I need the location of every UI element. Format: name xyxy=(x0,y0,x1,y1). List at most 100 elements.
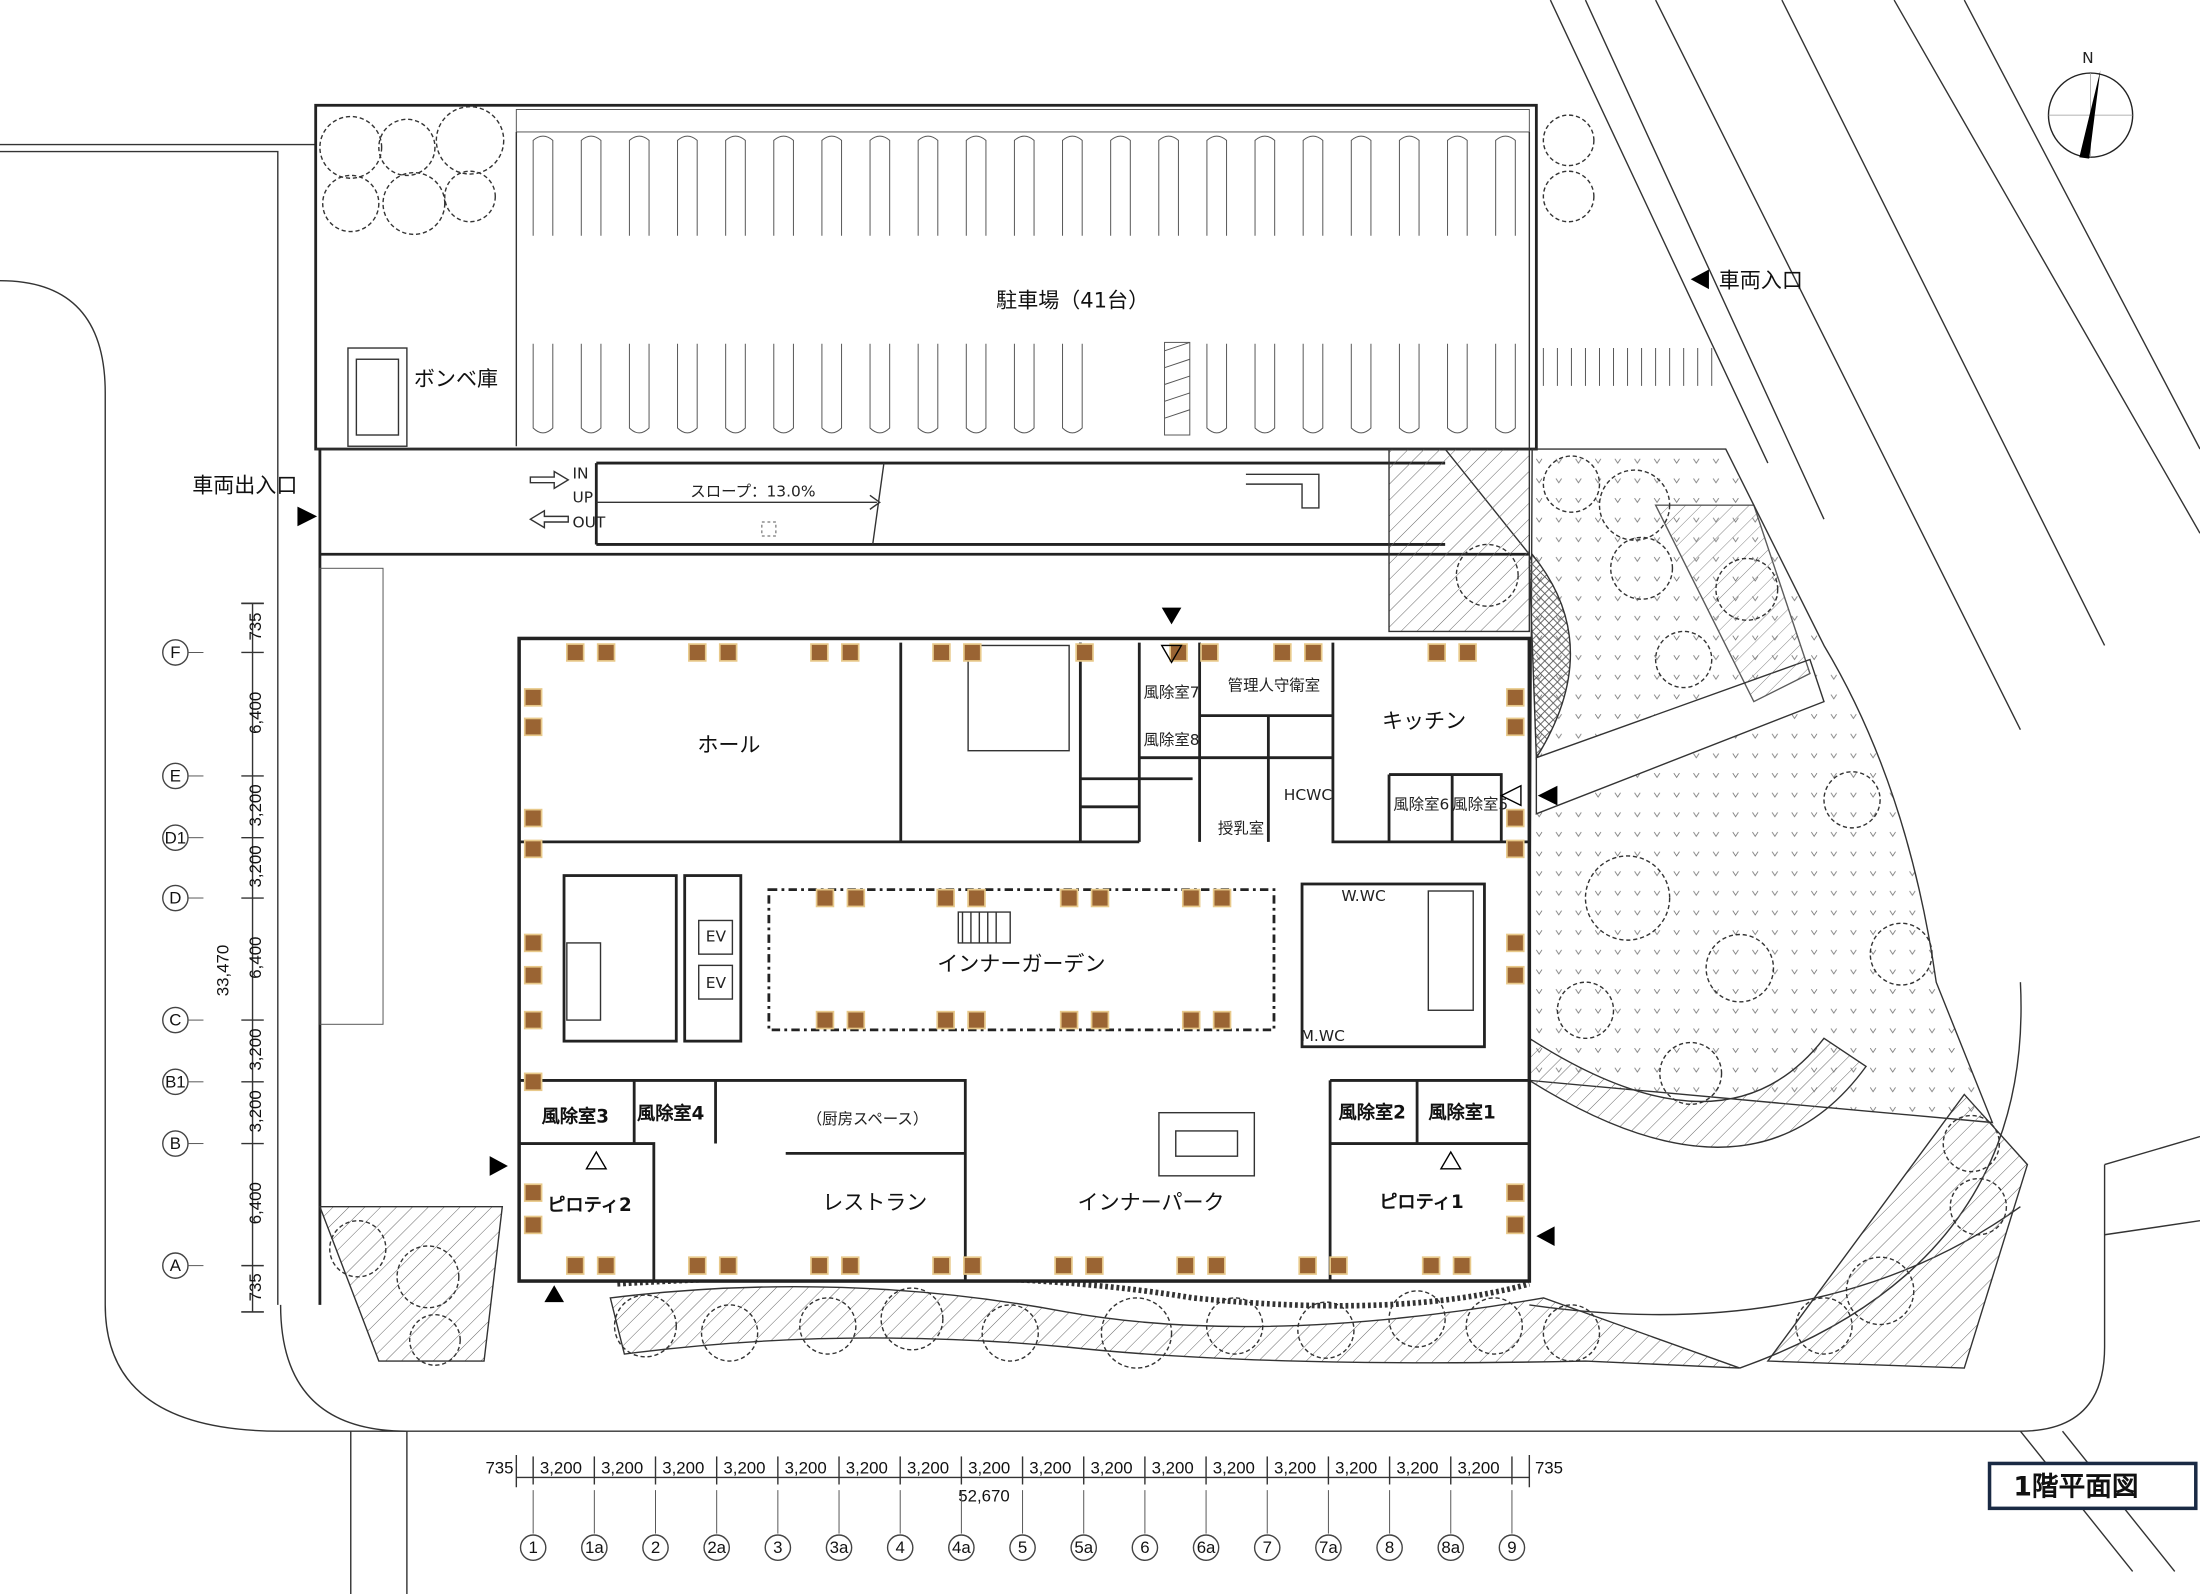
column xyxy=(810,643,829,662)
grid-label-x: 7a xyxy=(1319,1538,1338,1557)
room-mwc: M.WC xyxy=(1301,1027,1345,1045)
column xyxy=(1212,888,1232,908)
dimension-value: 6,400 xyxy=(246,1182,265,1224)
column xyxy=(1458,643,1477,662)
parking-stall xyxy=(1398,135,1420,236)
column xyxy=(523,1183,543,1202)
parking-stall xyxy=(532,135,554,236)
parking-stall xyxy=(1206,135,1228,236)
grid-bubble xyxy=(948,1534,975,1561)
room-kitchen-space: （厨房スペース） xyxy=(807,1110,929,1128)
parking-stall xyxy=(725,343,746,434)
parking-stall xyxy=(869,343,891,434)
dimension-value: 3,200 xyxy=(246,1028,265,1070)
column xyxy=(1506,965,1525,985)
tree-icon xyxy=(396,1245,460,1309)
column xyxy=(596,1256,616,1275)
dimension-total-vertical: 33,470 xyxy=(214,945,233,996)
parking-stall xyxy=(628,135,650,236)
column xyxy=(523,839,543,859)
room-vestibule1: 風除室1 xyxy=(1428,1101,1495,1123)
column xyxy=(967,1010,986,1030)
tree-icon xyxy=(382,171,446,236)
grid-label-x: 6 xyxy=(1140,1538,1149,1557)
room-wwc: W.WC xyxy=(1341,887,1385,905)
dimension-value: 3,200 xyxy=(723,1458,765,1477)
column xyxy=(1506,688,1525,707)
column xyxy=(1200,643,1219,662)
column xyxy=(1054,1256,1073,1275)
room-piloti1: ピロティ1 xyxy=(1379,1192,1463,1213)
parking-stall xyxy=(917,135,939,236)
title-box xyxy=(1987,1461,2198,1511)
column xyxy=(963,643,982,662)
tree-icon xyxy=(435,105,505,175)
tree-icon xyxy=(1659,1041,1723,1105)
column xyxy=(840,643,860,662)
tree-icon xyxy=(1795,1297,1853,1355)
tree-icon xyxy=(1297,1301,1355,1359)
parking-stall xyxy=(773,343,794,434)
dimension-value: 3,200 xyxy=(785,1458,827,1477)
room-vestibule3: 風除室3 xyxy=(542,1106,609,1128)
parking-stall xyxy=(532,343,554,434)
dimension-value: 6,400 xyxy=(246,692,265,734)
grid-label-x: 1a xyxy=(585,1538,604,1557)
grid-bubble xyxy=(1070,1534,1098,1561)
drawing-title: 1階平面図 xyxy=(2013,1472,2138,1503)
grid-bubble xyxy=(1192,1534,1220,1561)
column xyxy=(963,1256,982,1275)
parking-stall xyxy=(1110,135,1131,236)
parking-stall xyxy=(917,343,939,434)
column xyxy=(936,1010,955,1030)
grid-label-y: F xyxy=(170,643,180,662)
column xyxy=(815,888,835,908)
grid-label-x: 2a xyxy=(707,1538,726,1557)
grid-label-x: 9 xyxy=(1507,1538,1516,1557)
tree-icon xyxy=(1845,1256,1915,1326)
room-vestibule5: 風除室5 xyxy=(1452,796,1508,814)
entrance-markers xyxy=(489,607,1558,1303)
dimension-value: 3,200 xyxy=(846,1458,888,1477)
column xyxy=(1059,888,1079,908)
parking-stall xyxy=(1062,135,1083,236)
column xyxy=(1090,1010,1110,1030)
column xyxy=(810,1256,829,1275)
column xyxy=(1059,1010,1079,1030)
grid-label-x: 6a xyxy=(1197,1538,1216,1557)
north-label: N xyxy=(2082,49,2094,67)
slope-label: スロープ：13.0% xyxy=(690,483,815,501)
parking-stall xyxy=(965,343,987,434)
entrance-arrow-icon xyxy=(1690,269,1709,290)
column xyxy=(718,643,738,662)
room-vestibule8: 風除室8 xyxy=(1143,731,1199,749)
tree-icon xyxy=(1542,170,1595,223)
dimension-value: 3,200 xyxy=(907,1458,949,1477)
column xyxy=(1421,1256,1441,1275)
parking-stall xyxy=(821,135,843,236)
tree-icon xyxy=(1584,855,1671,941)
column xyxy=(565,1256,585,1275)
tree-icon xyxy=(319,115,383,179)
tree-icon xyxy=(1556,981,1615,1040)
tree-icon xyxy=(378,118,436,177)
column xyxy=(688,1256,707,1275)
tree-icon xyxy=(1869,922,1933,986)
parking-stall xyxy=(628,343,650,434)
grid-label-y: D1 xyxy=(165,828,187,847)
elevator-2: EV xyxy=(706,974,727,992)
dimension-value: 3,200 xyxy=(1152,1458,1194,1477)
column xyxy=(688,643,707,662)
dimension-value: 3,200 xyxy=(540,1458,582,1477)
parking-stall xyxy=(1302,135,1324,236)
column xyxy=(1273,643,1292,662)
dimension-value: 3,200 xyxy=(662,1458,704,1477)
column xyxy=(1506,933,1525,953)
tree-icon xyxy=(1823,771,1881,829)
dimension-value: 735 xyxy=(1535,1458,1563,1477)
column xyxy=(1169,643,1188,662)
gas-storage-label: ボンベ庫 xyxy=(414,366,498,391)
